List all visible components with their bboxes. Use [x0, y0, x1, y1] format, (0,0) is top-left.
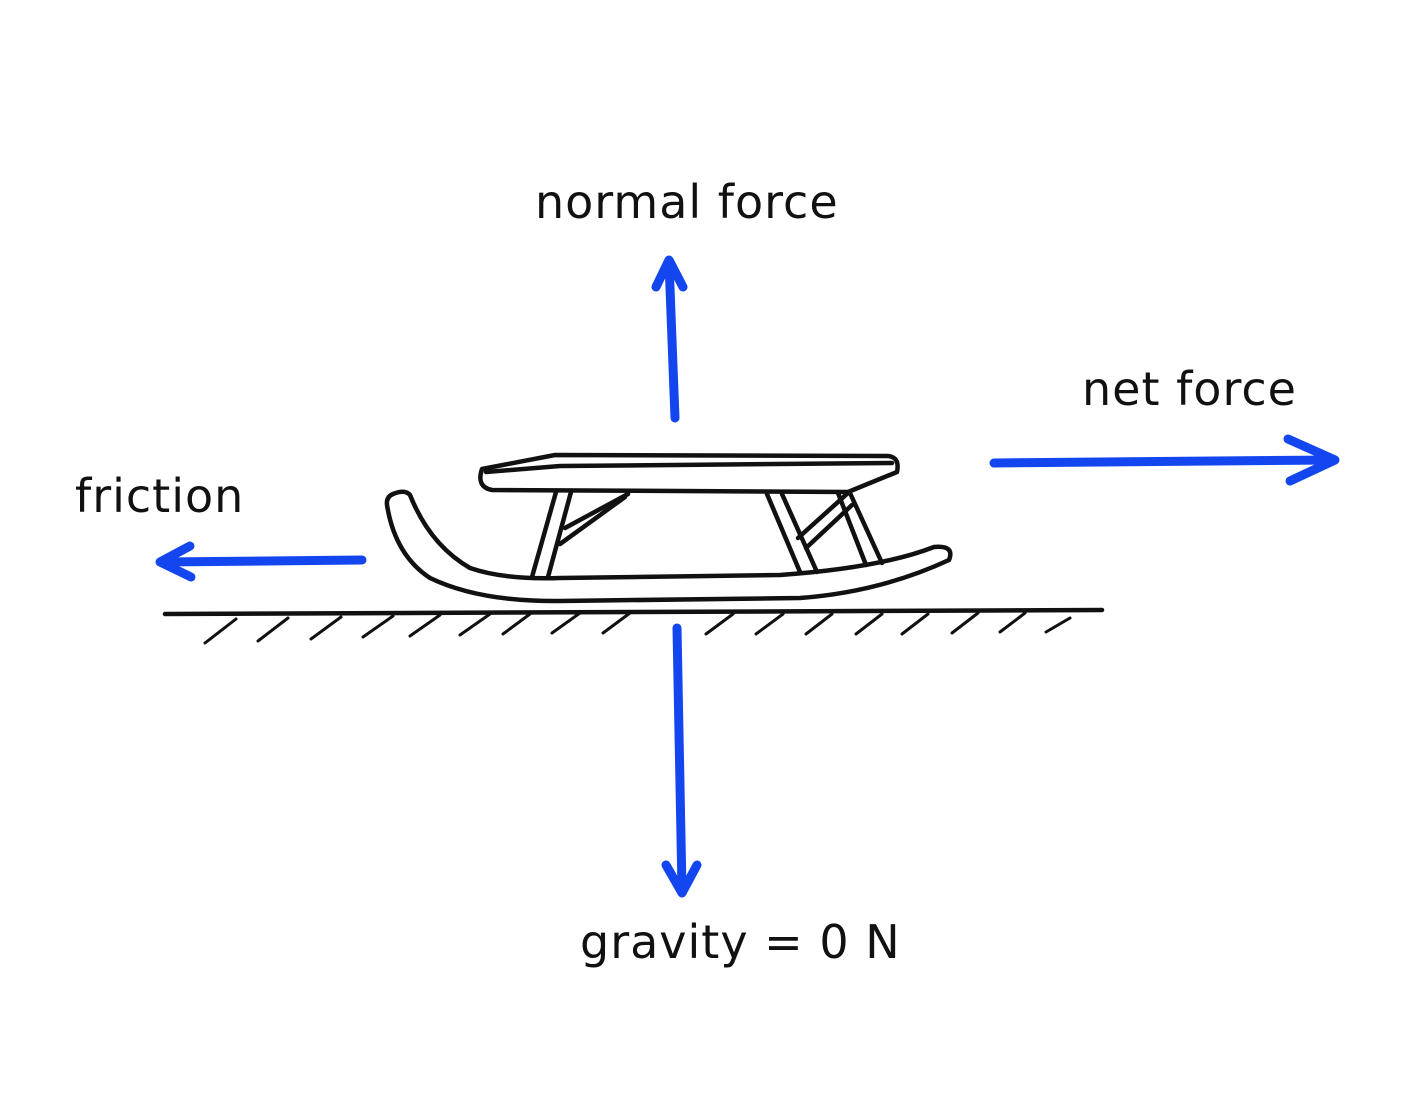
sled-leg-rear-back-right [847, 490, 885, 566]
sled-leg-rear-left [764, 491, 803, 575]
sled-leg-rear-back-left [835, 490, 869, 568]
sled-runner [384, 489, 953, 604]
friction-label: friction [75, 469, 244, 523]
normal-force-label: normal force [535, 175, 839, 229]
sled-seat-top-edge [483, 460, 895, 475]
gravity-arrow [661, 623, 702, 898]
net-force-label: net force [1082, 362, 1297, 416]
gravity-label: gravity = 0 N [580, 915, 901, 969]
friction-arrow [155, 541, 367, 582]
ground [162, 607, 1105, 645]
sled-leg-front-right [545, 489, 574, 580]
sled [384, 452, 953, 604]
sled-brace-front-2 [557, 494, 628, 547]
sled-seat [478, 452, 900, 495]
sled-leg-rear-right [779, 491, 820, 575]
sled-brace-rear [795, 490, 851, 541]
net-force-arrow [989, 434, 1340, 486]
ground-hatching [203, 611, 1072, 645]
normal-force-arrow [651, 255, 688, 423]
sled-brace-rear-2 [803, 502, 855, 551]
ground-line [162, 607, 1105, 617]
sled-leg-front-left [529, 489, 559, 580]
